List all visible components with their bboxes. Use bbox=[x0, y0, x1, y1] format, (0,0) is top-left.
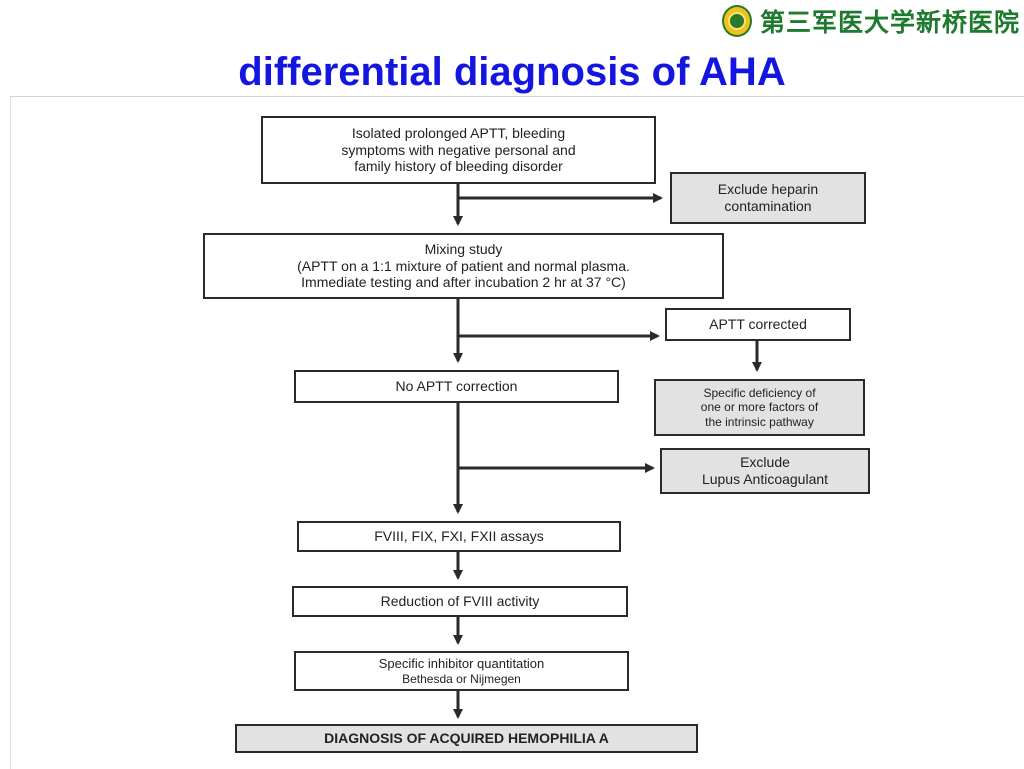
start-line-2: symptoms with negative personal and bbox=[341, 141, 576, 158]
no-aptt-correction-box: No APTT correction bbox=[294, 370, 619, 403]
exclude-la-line-2: Lupus Anticoagulant bbox=[701, 471, 829, 487]
exclude-heparin-line-2: contamination bbox=[724, 198, 812, 214]
exclude-la-line-1: Exclude bbox=[740, 454, 790, 471]
factor-assays-label: FVIII, FIX, FXI, FXII assays bbox=[374, 528, 544, 545]
mixing-line-1: Mixing study bbox=[424, 240, 503, 257]
factor-assays-box: FVIII, FIX, FXI, FXII assays bbox=[297, 521, 621, 552]
fviii-reduction-label: Reduction of FVIII activity bbox=[380, 593, 540, 610]
start-condition-box: Isolated prolonged APTT, bleeding sympto… bbox=[261, 116, 656, 184]
exclude-heparin-box: Exclude heparin contamination bbox=[670, 172, 866, 224]
fviii-reduction-box: Reduction of FVIII activity bbox=[292, 586, 628, 617]
mixing-line-3: Immediate testing and after incubation 2… bbox=[301, 274, 626, 291]
diagnosis-label: DIAGNOSIS OF ACQUIRED HEMOPHILIA A bbox=[324, 730, 609, 747]
diagnosis-box: DIAGNOSIS OF ACQUIRED HEMOPHILIA A bbox=[235, 724, 698, 753]
institution-logo: 第三军医大学新桥医院 bbox=[722, 3, 1020, 39]
institution-name: 第三军医大学新桥医院 bbox=[759, 8, 1020, 37]
mixing-line-2: (APTT on a 1:1 mixture of patient and no… bbox=[297, 257, 630, 274]
exclude-heparin-line-1: Exclude heparin bbox=[717, 181, 819, 198]
specific-deficiency-box: Specific deficiency of one or more facto… bbox=[654, 379, 865, 436]
specific-deficiency-line-3: the intrinsic pathway bbox=[705, 414, 814, 429]
start-line-3: family history of bleeding disorder bbox=[354, 158, 563, 175]
aptt-corrected-box: APTT corrected bbox=[665, 308, 851, 341]
specific-deficiency-line-1: Specific deficiency of bbox=[703, 385, 816, 400]
institution-seal-icon bbox=[722, 5, 752, 37]
inhibitor-quantitation-box: Specific inhibitor quantitation Bethesda… bbox=[294, 651, 629, 691]
inhibitor-line-1: Specific inhibitor quantitation bbox=[378, 656, 545, 671]
no-aptt-correction-label: No APTT correction bbox=[395, 378, 518, 395]
figure-frame bbox=[10, 96, 1024, 769]
aptt-corrected-label: APTT corrected bbox=[709, 316, 807, 333]
start-line-1: Isolated prolonged APTT, bleeding bbox=[351, 124, 566, 141]
slide-title: differential diagnosis of AHA bbox=[238, 50, 786, 94]
inhibitor-line-2: Bethesda or Nijmegen bbox=[402, 671, 521, 686]
mixing-study-box: Mixing study (APTT on a 1:1 mixture of p… bbox=[203, 233, 724, 299]
exclude-lupus-anticoagulant-box: Exclude Lupus Anticoagulant bbox=[660, 448, 870, 494]
specific-deficiency-line-2: one or more factors of bbox=[700, 400, 819, 415]
